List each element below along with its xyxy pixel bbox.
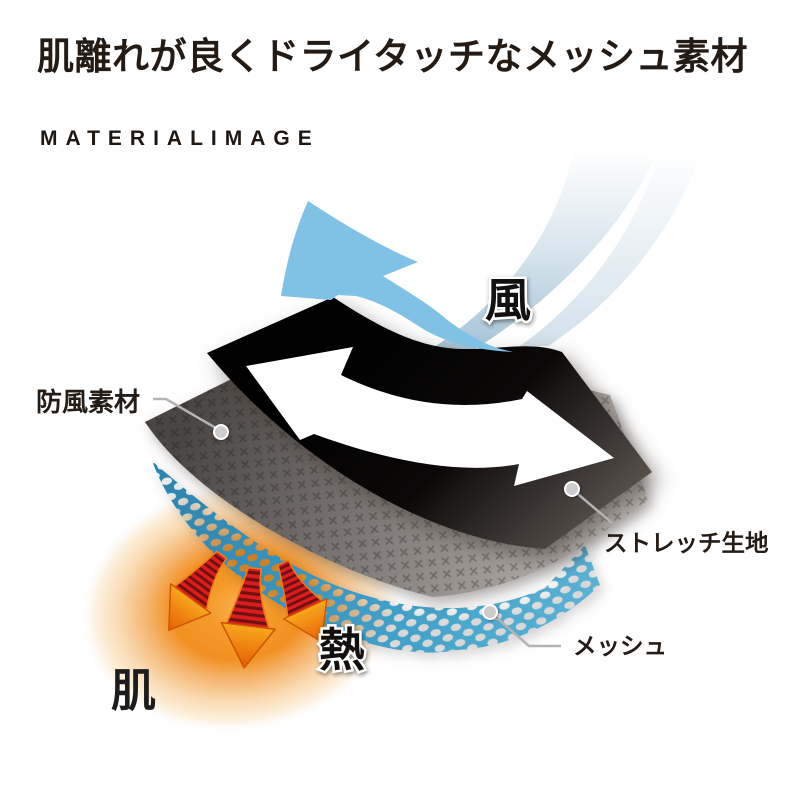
leader-line-stretch — [571, 488, 613, 524]
leader-dot-windproof — [213, 424, 229, 440]
leader-dot-mesh — [482, 604, 498, 620]
wind-swoosh — [436, 150, 658, 352]
wind-swoosh-wing — [520, 150, 702, 346]
leader-dot-stretch — [564, 481, 580, 497]
leader-line-windproof — [153, 397, 222, 433]
leader-line-mesh — [489, 611, 561, 648]
wind-arrow — [281, 201, 513, 352]
windproof-label: 防風素材 — [36, 387, 140, 417]
material-image-caption: MATERIALIMAGE — [40, 127, 320, 150]
page-title: 肌離れが良くドライタッチなメッシュ素材 — [37, 36, 749, 77]
stretch-label: ストレッチ生地 — [604, 530, 769, 556]
heat-label: 熱 — [319, 624, 365, 676]
skin-label: 肌 — [111, 665, 156, 716]
mesh-label: メッシュ — [573, 633, 667, 659]
wind-label: 風 — [485, 274, 531, 326]
stretch-double-arrow — [246, 347, 614, 486]
